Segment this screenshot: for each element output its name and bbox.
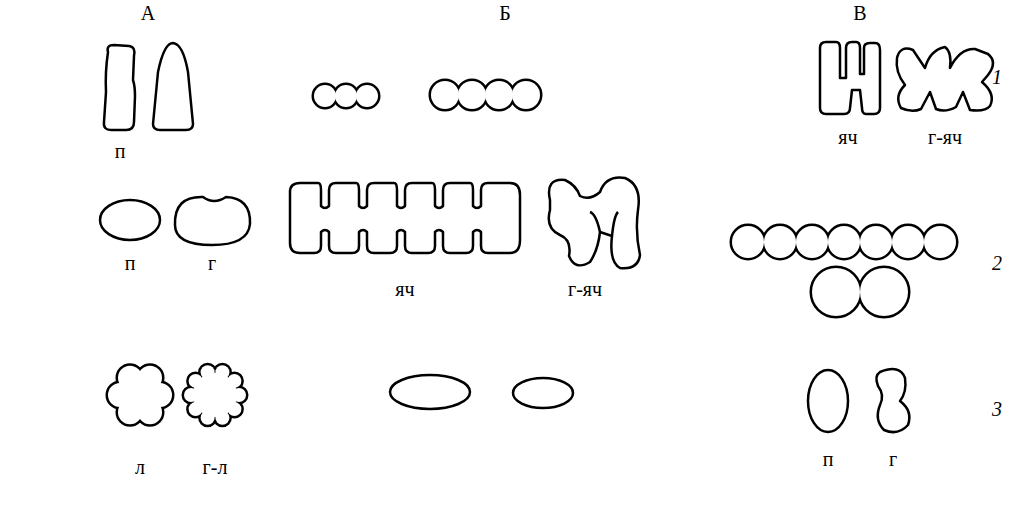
row-number: 3 (992, 398, 1002, 420)
shape-label: г-л (203, 456, 228, 478)
column-letter: А (141, 2, 155, 24)
shape-label: п (115, 140, 126, 162)
shape-label: п (125, 252, 136, 274)
column-letter: Б (499, 2, 510, 24)
shape-label: г (208, 252, 216, 274)
shape-label: яч (395, 278, 414, 300)
row-number: 1 (992, 66, 1002, 88)
row-number: 2 (992, 252, 1002, 274)
shape-label: г-яч (928, 126, 962, 148)
shape-label: яч (838, 126, 857, 148)
column-letter: В (853, 2, 866, 24)
shape-label: г-яч (568, 278, 602, 300)
shape-label: п (823, 448, 834, 470)
shape-label: г (889, 448, 897, 470)
shape-label: л (135, 456, 145, 478)
